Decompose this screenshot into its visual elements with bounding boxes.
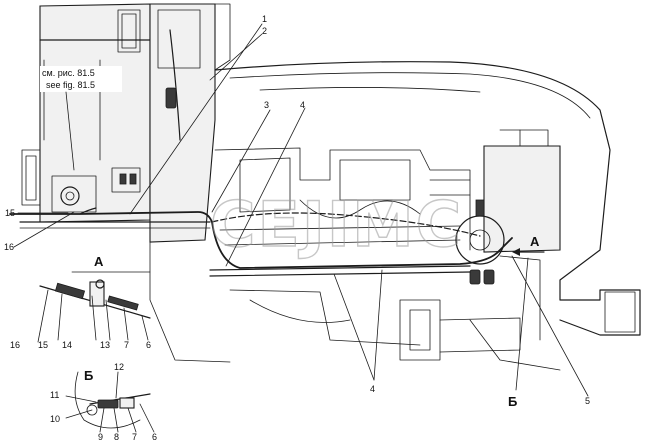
detail-a-label-7: 7 — [124, 340, 129, 350]
detail-a-label-15: 15 — [38, 340, 48, 350]
callout-15: 15 — [5, 208, 15, 218]
reference-note: см. рис. 81.5 see fig. 81.5 — [40, 66, 122, 171]
engine-block — [214, 147, 471, 251]
detail-view-b: Б 12 11 10 9 8 7 6 — [50, 362, 157, 442]
section-marker-b-label: Б — [508, 394, 517, 409]
section-marker-a-label: A — [530, 234, 540, 249]
door-pillar — [149, 3, 231, 243]
main-cable — [9, 207, 513, 269]
secondary-cable — [211, 212, 481, 237]
callout-2: 2 — [262, 26, 267, 36]
detail-b-label-11: 11 — [50, 390, 59, 400]
detail-view-a: A 16 15 14 13 7 6 — [10, 254, 151, 350]
watermark: CEJIMC — [210, 188, 463, 261]
hood-body — [214, 61, 641, 336]
right-tank — [455, 129, 561, 341]
detail-b-label-8: 8 — [114, 432, 119, 442]
callout-4-upper: 4 — [300, 100, 305, 110]
detail-b-label-6: 6 — [152, 432, 157, 442]
callout-3: 3 — [264, 100, 269, 110]
detail-a-label-14: 14 — [62, 340, 72, 350]
detail-a-label-16: 16 — [10, 340, 20, 350]
detail-a-label-6: 6 — [146, 340, 151, 350]
callout-16: 16 — [4, 242, 14, 252]
callout-5: 5 — [585, 396, 590, 406]
cab-rear-structure — [21, 3, 151, 223]
detail-b-label-12: 12 — [114, 362, 124, 372]
arrow-left-icon — [512, 248, 520, 256]
detail-a-label-13: 13 — [100, 340, 110, 350]
callout-4-lower: 4 — [370, 384, 375, 394]
reference-note-ru: см. рис. 81.5 — [42, 68, 95, 78]
detail-b-label-9: 9 — [98, 432, 103, 442]
callout-1: 1 — [262, 14, 267, 24]
section-marker-a: A — [512, 234, 545, 256]
detail-a-title: A — [94, 254, 104, 269]
detail-b-label-10: 10 — [50, 414, 60, 424]
callout-leaders — [13, 23, 589, 397]
detail-b-label-7: 7 — [132, 432, 137, 442]
detail-b-title: Б — [84, 368, 93, 383]
reference-note-en: see fig. 81.5 — [46, 80, 95, 90]
chassis-frame — [19, 221, 561, 371]
